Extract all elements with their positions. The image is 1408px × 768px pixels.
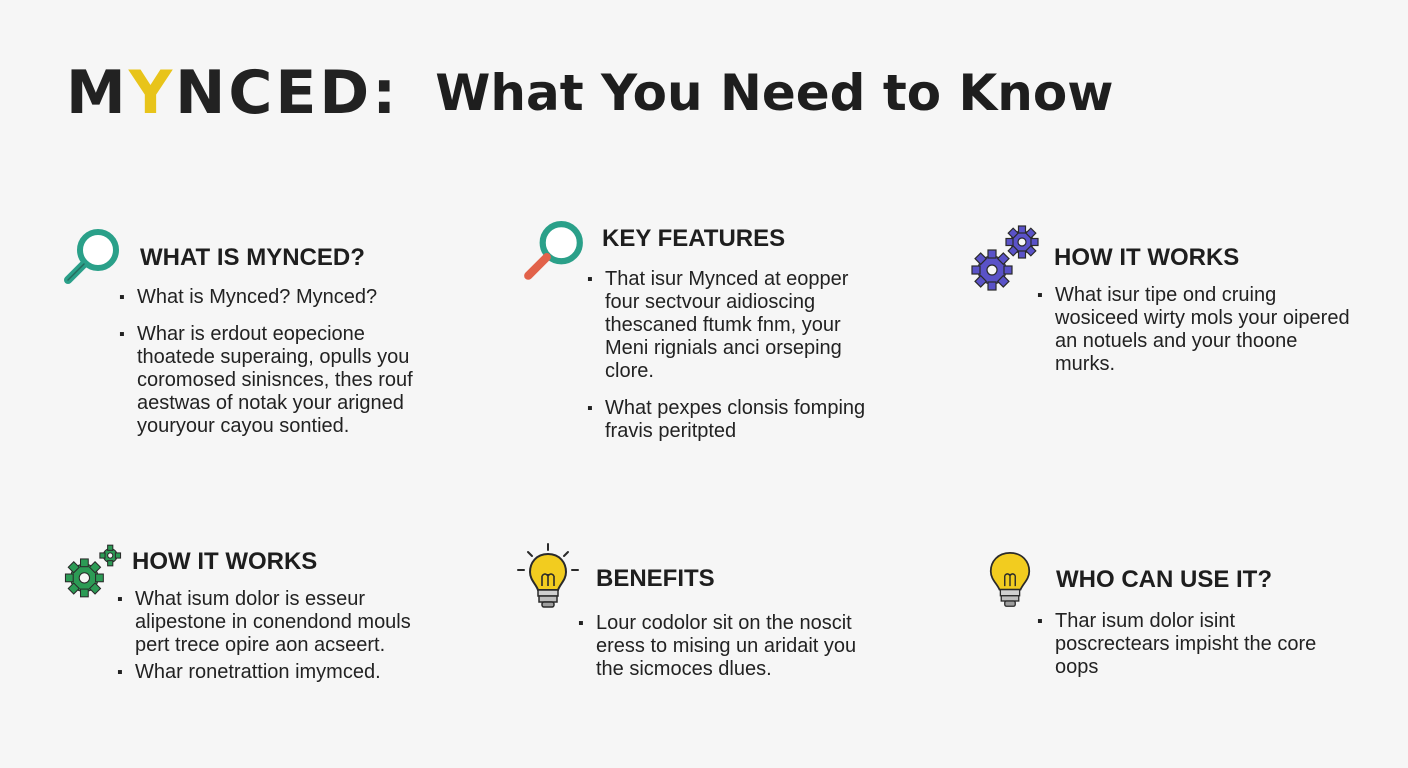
section-key-features: KEY FEATURES ▪ That isur Mynced at eopper…	[520, 220, 900, 443]
bullet-dot-icon: ▪	[119, 289, 125, 306]
section-header: KEY FEATURES	[520, 220, 900, 286]
bullet-text: What isur tipe ond cruing wosiceed wirty…	[1055, 284, 1350, 375]
section-how-it-works-bottom: HOW IT WORKS ▪ What isum dolor is esseur …	[62, 540, 462, 684]
magnifier-icon	[524, 221, 583, 280]
bullet-text: What isum dolor is esseur alipestone in …	[135, 588, 411, 656]
bullet-item: ▪ Thar isum dolor isint poscrectears impi…	[1037, 610, 1355, 679]
section-who-can-use-it: WHO CAN USE IT? ▪ Thar isum dolor isint p…	[982, 546, 1382, 679]
bullet-text: Whar ronetrattion imymced.	[135, 661, 381, 683]
section-header: WHAT IS MYNCED?	[60, 226, 440, 290]
gears-icon	[971, 225, 1039, 291]
section-title: HOW IT WORKS	[1054, 244, 1240, 271]
bullet-text: What is Mynced? Mynced?	[137, 286, 378, 308]
bullet-list: ▪ What isum dolor is esseur alipestone in…	[117, 588, 435, 684]
bullet-dot-icon: ▪	[117, 664, 123, 681]
section-title: WHAT IS MYNCED?	[140, 244, 365, 271]
page-title: What You Need to Know	[435, 64, 1114, 122]
bullet-item: ▪ What isum dolor is esseur alipestone in…	[117, 588, 435, 657]
bullet-text: What pexpes clonsis fomping fravis perit…	[605, 397, 866, 442]
bullet-item: ▪ What pexpes clonsis fomping fravis peri…	[587, 397, 880, 443]
section-title: KEY FEATURES	[602, 225, 786, 252]
bullet-text: That isur Mynced at eopper four sectvour…	[605, 268, 849, 382]
section-how-it-works-top: HOW IT WORKS ▪ What isur tipe ond cruing …	[970, 222, 1370, 376]
gears-icon	[64, 544, 122, 598]
magnifier-icon	[64, 229, 119, 284]
bullet-list: ▪ What is Mynced? Mynced? ▪ Whar is erdout…	[119, 286, 427, 438]
brand-letter-m: M	[66, 58, 129, 128]
bullet-dot-icon: ▪	[587, 400, 593, 417]
bullet-dot-icon: ▪	[1037, 613, 1043, 630]
section-title: BENEFITS	[596, 565, 715, 592]
section-header: BENEFITS	[516, 542, 896, 616]
bullet-item: ▪ Whar is erdout eopecione thoatede super…	[119, 323, 427, 438]
bullet-dot-icon: ▪	[587, 271, 593, 288]
bullet-text: Thar isum dolor isint poscrectears impis…	[1055, 610, 1317, 678]
bullet-list: ▪ Thar isum dolor isint poscrectears impi…	[1037, 610, 1355, 679]
brand-letter-y: Y	[128, 58, 176, 128]
section-title: WHO CAN USE IT?	[1056, 566, 1272, 593]
section-header: HOW IT WORKS	[62, 540, 462, 602]
bullet-item: ▪ What is Mynced? Mynced?	[119, 286, 427, 309]
section-header: HOW IT WORKS	[970, 222, 1370, 294]
section-benefits: BENEFITS ▪ Lour codolor sit on the noscit…	[516, 542, 896, 681]
header: MYNCED: What You Need to Know	[66, 58, 1113, 128]
bullet-list: ▪ What isur tipe ond cruing wosiceed wirt…	[1037, 284, 1355, 376]
section-what-is-mynced: WHAT IS MYNCED? ▪ What is Mynced? Mynced?…	[60, 226, 440, 438]
section-header: WHO CAN USE IT?	[982, 546, 1382, 614]
bullet-dot-icon: ▪	[1037, 287, 1043, 304]
bullet-text: Whar is erdout eopecione thoatede supera…	[137, 323, 413, 437]
bullet-item: ▪ What isur tipe ond cruing wosiceed wirt…	[1037, 284, 1355, 376]
bullet-dot-icon: ▪	[117, 591, 123, 608]
bullet-item: ▪ Whar ronetrattion imymced.	[117, 661, 435, 684]
bullet-dot-icon: ▪	[578, 615, 584, 632]
bullet-item: ▪ Lour codolor sit on the noscit eress to…	[578, 612, 886, 681]
bullet-list: ▪ Lour codolor sit on the noscit eress to…	[578, 612, 886, 681]
lightbulb-icon	[517, 543, 579, 608]
bullet-item: ▪ That isur Mynced at eopper four sectvou…	[587, 268, 880, 383]
lightbulb-icon	[989, 551, 1031, 607]
bullet-list: ▪ That isur Mynced at eopper four sectvou…	[587, 268, 880, 443]
brand-letters-rest: NCED:	[175, 58, 400, 128]
bullet-text: Lour codolor sit on the noscit eress to …	[596, 612, 857, 680]
brand-logo: MYNCED:	[66, 63, 399, 123]
bullet-dot-icon: ▪	[119, 326, 125, 343]
section-title: HOW IT WORKS	[132, 548, 318, 575]
